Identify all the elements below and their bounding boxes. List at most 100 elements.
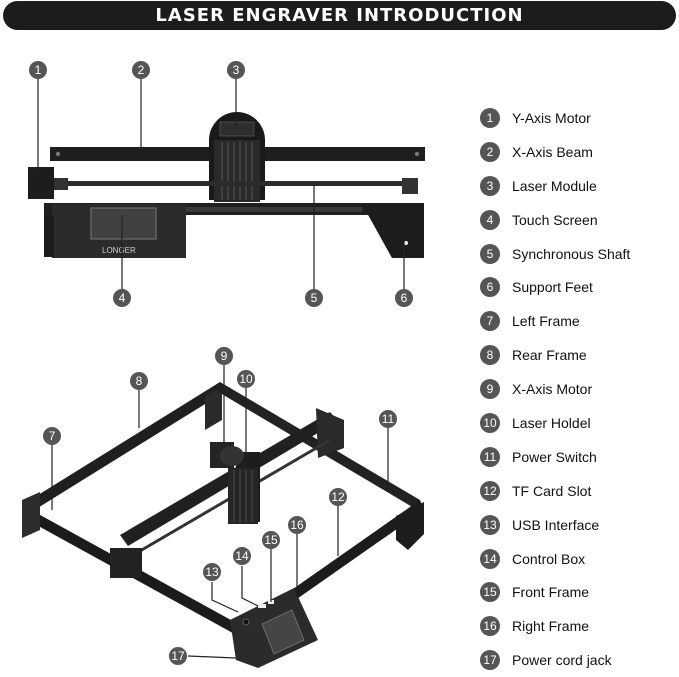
legend-item: 6 Support Feet (480, 270, 676, 304)
callout-number: 2 (138, 63, 145, 77)
touch-screen-iso (261, 609, 305, 655)
legend-number-badge: 17 (480, 650, 500, 671)
callout-badge (113, 289, 131, 307)
legend-item: 12 TF Card Slot (480, 474, 676, 508)
callout-4: 4 (113, 289, 131, 307)
legend-item: 7 Left Frame (480, 304, 676, 338)
callout-13: 13 (203, 563, 221, 581)
legend-number-badge: 8 (480, 345, 500, 366)
callout-6: 6 (395, 289, 413, 307)
callout-number: 13 (205, 565, 219, 579)
legend-number-badge: 2 (480, 141, 500, 162)
callout-number: 6 (401, 291, 408, 305)
support-foot-right (396, 502, 424, 550)
legend-label: X-Axis Motor (512, 381, 593, 398)
legend-number-badge: 12 (480, 480, 500, 501)
leader-lines (37, 78, 405, 659)
callout-badge (132, 61, 150, 79)
legend-item: 16 Right Frame (480, 609, 676, 643)
callout-number: 7 (49, 429, 56, 443)
legend-label: Right Frame (512, 618, 590, 635)
callout-1: 1 (29, 61, 47, 79)
callout-11: 11 (379, 410, 397, 428)
callout-badge (169, 647, 187, 665)
callout-badge (130, 372, 148, 390)
legend-number-badge: 7 (480, 311, 500, 332)
legend-label: Front Frame (512, 584, 590, 601)
legend-number-badge: 15 (480, 582, 500, 603)
callout-badge (43, 427, 61, 445)
legend-item: 5 Synchronous Shaft (480, 237, 676, 271)
callout-badge (305, 289, 323, 307)
callout-3: 3 (227, 61, 245, 79)
touch-screen (90, 207, 157, 240)
legend-label: Rear Frame (512, 347, 587, 364)
legend-label: X-Axis Beam (512, 143, 593, 160)
y-axis-motor-iso (110, 548, 142, 578)
legend-label: Synchronous Shaft (512, 245, 631, 262)
legend-item: 2 X-Axis Beam (480, 135, 676, 169)
legend-number-badge: 11 (480, 446, 500, 467)
callout-badge (29, 61, 47, 79)
legend-number-badge: 6 (480, 277, 500, 298)
callout-number: 14 (235, 549, 249, 563)
callout-badge (203, 563, 221, 581)
callout-number: 16 (290, 518, 304, 532)
callout-badge (233, 547, 251, 565)
legend-label: Y-Axis Motor (512, 109, 591, 126)
rear-frame (22, 382, 226, 514)
callout-number: 8 (136, 374, 143, 388)
legend-number-badge: 9 (480, 379, 500, 400)
legend-label: Laser Module (512, 177, 597, 194)
callout-16: 16 (288, 516, 306, 534)
legend-label: TF Card Slot (512, 482, 592, 499)
callout-2: 2 (132, 61, 150, 79)
legend-label: Power Switch (512, 448, 597, 465)
legend-label: Left Frame (512, 313, 580, 330)
callout-8: 8 (130, 372, 148, 390)
callout-12: 12 (329, 488, 347, 506)
legend-number-badge: 1 (480, 107, 500, 128)
callout-badge (379, 410, 397, 428)
synchronous-shaft (55, 181, 415, 186)
callout-badge (395, 289, 413, 307)
support-feet (362, 204, 424, 258)
callout-badge (288, 516, 306, 534)
front-view: LONGER (28, 112, 425, 258)
legend-item: 15 Front Frame (480, 575, 676, 609)
legend-number-badge: 4 (480, 209, 500, 230)
legend-item: 11 Power Switch (480, 440, 676, 474)
legend-item: 8 Rear Frame (480, 338, 676, 372)
callout-badge (237, 370, 255, 388)
callout-number: 1 (35, 63, 42, 77)
legend-item: 10 Laser Holdel (480, 406, 676, 440)
callout-number: 15 (264, 533, 278, 547)
legend-label: Laser Holdel (512, 414, 591, 431)
legend-label: Support Feet (512, 279, 593, 296)
callout-badge (215, 347, 233, 365)
legend-number-badge: 10 (480, 412, 500, 433)
callout-number: 5 (311, 291, 318, 305)
callout-7: 7 (43, 427, 61, 445)
callout-number: 17 (171, 649, 185, 663)
legend-number-badge: 5 (480, 243, 500, 264)
callout-badge (262, 531, 280, 549)
callout-number: 3 (233, 63, 240, 77)
callout-number: 11 (382, 412, 395, 426)
legend-number-badge: 13 (480, 514, 500, 535)
callout-14: 14 (233, 547, 251, 565)
callout-17: 17 (169, 647, 187, 665)
isometric-view (22, 382, 424, 668)
callout-number: 9 (221, 349, 228, 363)
callout-15: 15 (262, 531, 280, 549)
y-axis-motor (28, 167, 54, 199)
legend-number-badge: 16 (480, 616, 500, 637)
callout-9: 9 (215, 347, 233, 365)
